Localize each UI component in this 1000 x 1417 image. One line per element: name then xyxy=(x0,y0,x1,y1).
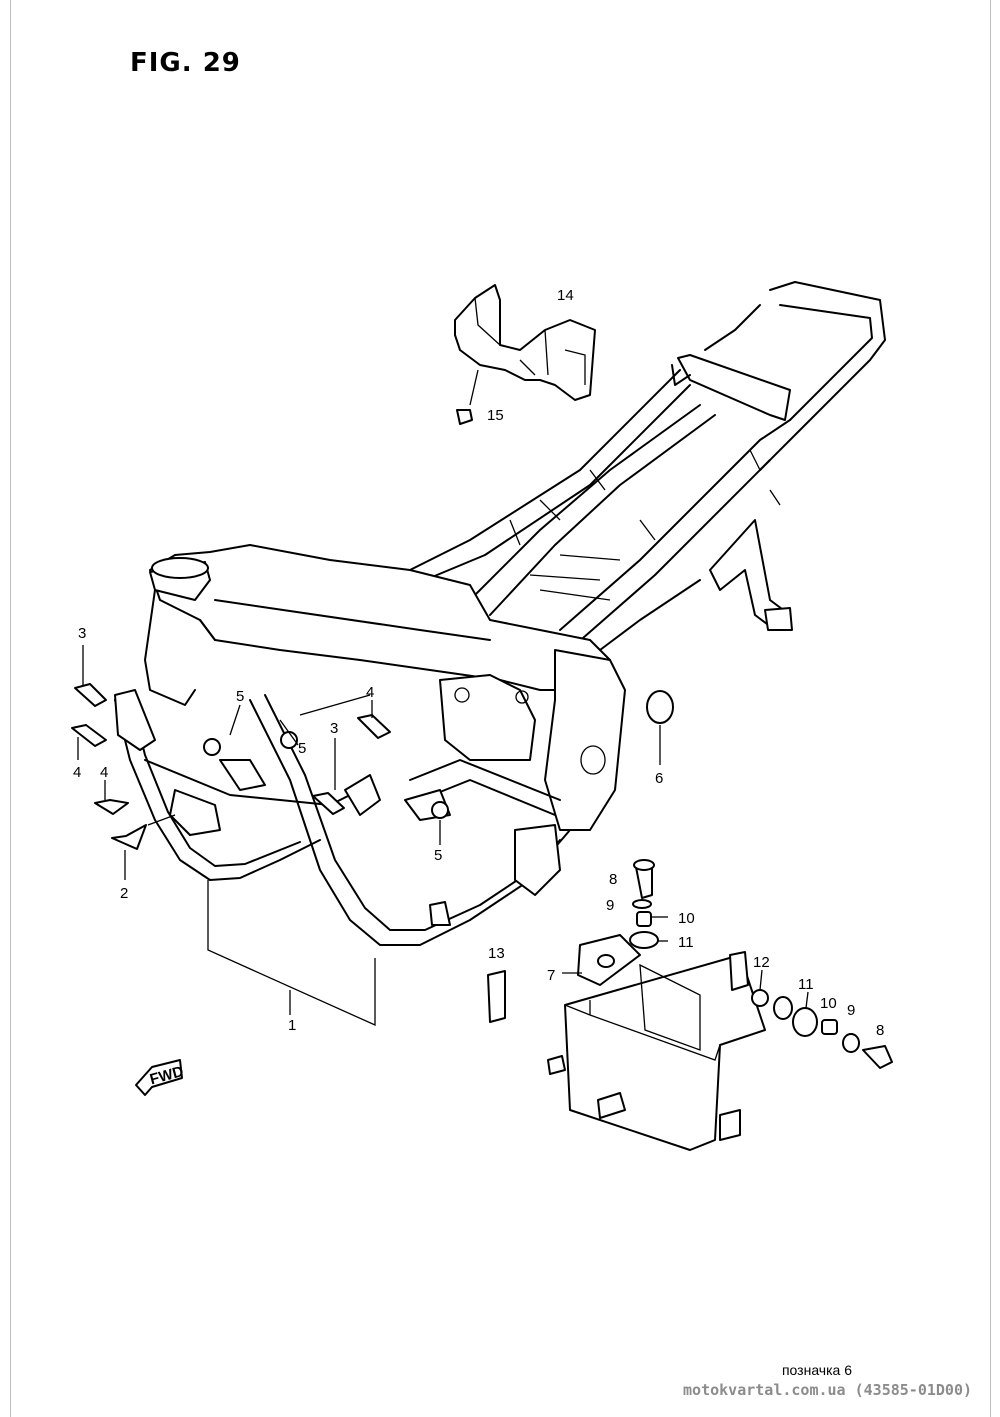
bracket-drawing xyxy=(454,284,596,401)
source-watermark: motokvartal.com.ua (43585-01D00) xyxy=(683,1381,972,1399)
frame-callout-bracket xyxy=(207,880,376,1027)
callout-10-upper: 10 xyxy=(678,910,695,927)
footer-note: позначка 6 xyxy=(781,1362,852,1378)
callout-leaders xyxy=(77,645,661,880)
callout-5-lower: 5 xyxy=(434,847,442,864)
callout-4-right: 4 xyxy=(366,684,374,701)
battery-box-drawing xyxy=(487,859,893,1151)
callout-3-right: 3 xyxy=(330,720,338,737)
right-page-edge xyxy=(990,0,991,1417)
callout-10-right: 10 xyxy=(820,995,837,1012)
callout-4-lower: 4 xyxy=(100,764,108,781)
callout-1: 1 xyxy=(288,1017,296,1034)
callout-5-middle: 5 xyxy=(298,740,306,757)
main-frame-drawing xyxy=(114,281,886,946)
callout-15: 15 xyxy=(487,407,504,424)
callout-5-left: 5 xyxy=(236,688,244,705)
callout-7: 7 xyxy=(547,967,555,984)
callout-labels: 1 2 3 3 4 4 4 5 5 5 6 7 8 8 9 9 10 10 11… xyxy=(73,287,884,1039)
callout-11-right: 11 xyxy=(798,976,814,993)
left-page-edge xyxy=(10,0,11,1417)
callout-12: 12 xyxy=(753,954,770,971)
forward-direction-arrow-icon: FWD xyxy=(135,1059,186,1096)
callout-3-left: 3 xyxy=(78,625,86,642)
callout-13: 13 xyxy=(488,945,505,962)
callout-2: 2 xyxy=(120,885,128,902)
callout-8-right: 8 xyxy=(876,1022,884,1039)
callout-8-upper: 8 xyxy=(609,871,617,888)
callout-9-upper: 9 xyxy=(606,897,614,914)
callout-6: 6 xyxy=(655,770,663,787)
fastener-drawings xyxy=(71,409,674,850)
callout-14: 14 xyxy=(557,287,574,304)
battery-callout-leaders xyxy=(562,916,809,1009)
callout-11-upper: 11 xyxy=(678,934,694,951)
figure-title: FIG. 29 xyxy=(130,48,241,78)
callout-4-left: 4 xyxy=(73,764,81,781)
callout-9-right: 9 xyxy=(847,1002,855,1019)
